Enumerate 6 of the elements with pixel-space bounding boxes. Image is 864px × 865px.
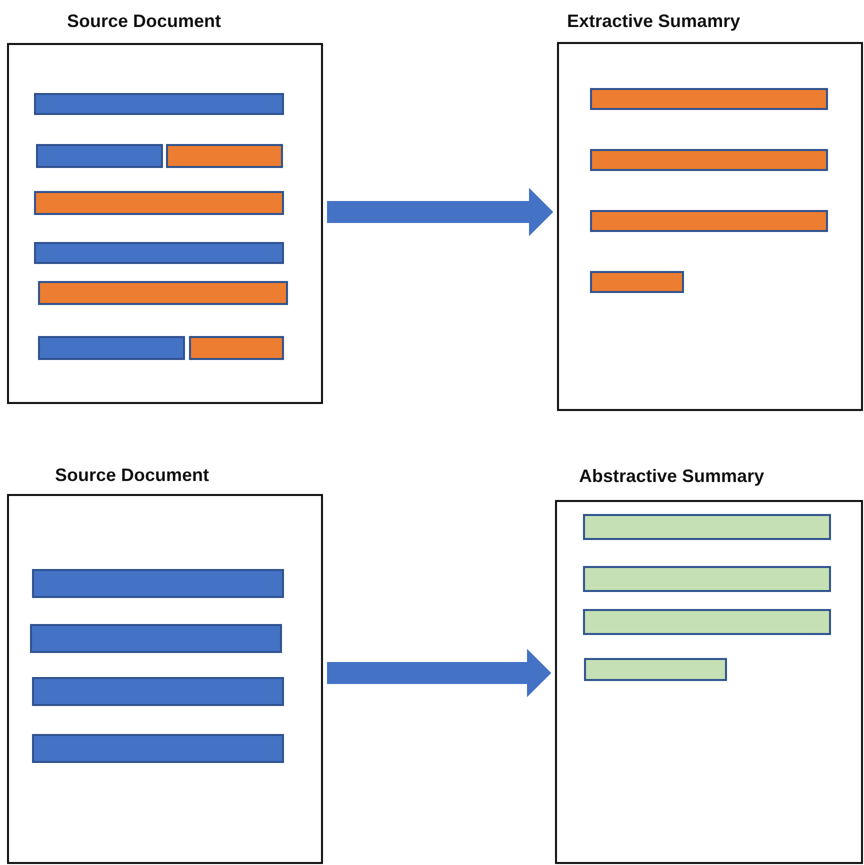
arrow — [327, 188, 554, 236]
arrow — [327, 648, 552, 698]
panel-heading: Source Document — [55, 465, 210, 486]
panel-heading: Source Document — [67, 11, 222, 32]
panel-heading: Extractive Sumamry — [567, 11, 740, 32]
panel-heading: Abstractive Summary — [579, 466, 764, 487]
